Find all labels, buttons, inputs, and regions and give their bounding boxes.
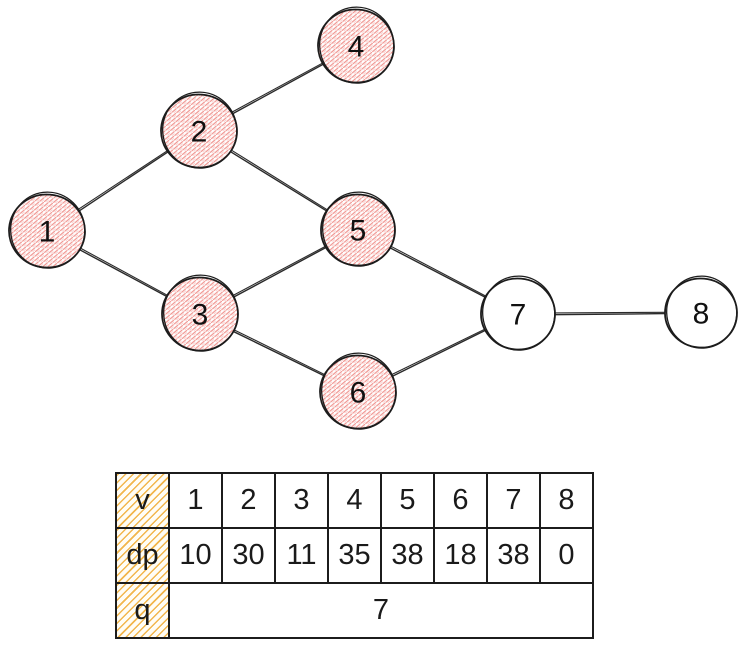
graph-node-8: 8: [664, 275, 738, 349]
v-cell-6: 6: [433, 472, 488, 529]
node-label-4: 4: [348, 31, 365, 64]
dp-row: dp 10 30 11 35 38 18 38 0: [115, 527, 594, 584]
dp-cell-8: 0: [539, 527, 594, 584]
v-cell-4: 4: [327, 472, 382, 529]
edge-3-6: [232, 329, 326, 377]
node-label-7: 7: [510, 299, 527, 332]
edge-7-8: [553, 311, 667, 316]
graph-diagram: 1 2 3 4 5 6 7 8: [8, 6, 738, 430]
edge-2-4: [230, 62, 325, 115]
v-cell-2: 2: [221, 472, 276, 529]
dp-cell-3: 11: [274, 527, 329, 584]
edge-5-7: [388, 245, 488, 299]
edge-2-5: [229, 149, 329, 213]
node-label-6: 6: [350, 377, 367, 410]
edge-1-3: [78, 247, 169, 298]
graph-node-7: 7: [480, 275, 556, 351]
node-label-2: 2: [191, 116, 208, 149]
graph-node-5: 5: [320, 191, 396, 267]
node-label-8: 8: [693, 298, 710, 331]
graph-node-3: 3: [161, 274, 239, 352]
q-row-header: q: [115, 582, 170, 639]
dp-cell-1: 10: [168, 527, 223, 584]
edge-1-2: [76, 150, 170, 213]
dp-table: v 1 2 3 4 5 6 7 8 dp 10 30 11 35 38 18 3…: [115, 472, 594, 639]
dp-cell-2: 30: [221, 527, 276, 584]
dp-row-header: dp: [115, 527, 170, 584]
dp-cell-5: 38: [380, 527, 435, 584]
edge-6-7: [390, 328, 487, 378]
edge-3-5: [231, 245, 328, 299]
v-row-header: v: [115, 472, 170, 529]
dp-cell-7: 38: [486, 527, 541, 584]
dp-cell-6: 18: [433, 527, 488, 584]
q-value-cell: 7: [168, 582, 594, 639]
v-cell-8: 8: [539, 472, 594, 529]
v-cell-7: 7: [486, 472, 541, 529]
v-cell-5: 5: [380, 472, 435, 529]
node-label-5: 5: [350, 215, 367, 248]
v-cell-1: 1: [168, 472, 223, 529]
dp-cell-4: 35: [327, 527, 382, 584]
graph-node-4: 4: [317, 6, 395, 84]
node-label-1: 1: [39, 216, 56, 249]
graph-node-6: 6: [319, 352, 397, 430]
graph-node-1: 1: [8, 191, 86, 269]
node-label-3: 3: [192, 299, 209, 332]
v-row: v 1 2 3 4 5 6 7 8: [115, 472, 594, 529]
v-cell-3: 3: [274, 472, 329, 529]
q-row: q 7: [115, 582, 594, 639]
graph-node-2: 2: [160, 91, 238, 169]
